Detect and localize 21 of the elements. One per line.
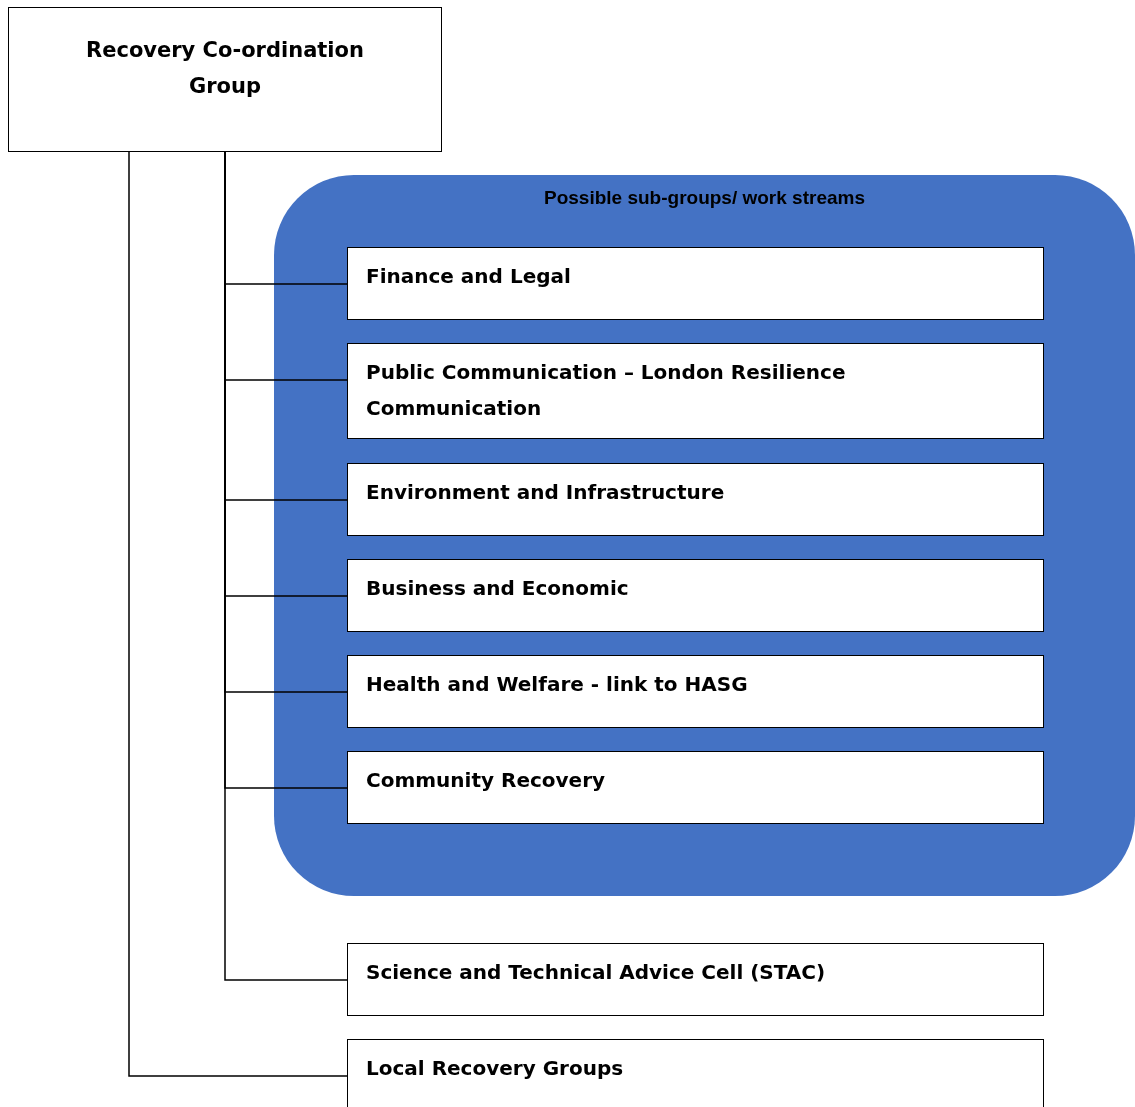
box-label: Health and Welfare - link to HASG — [365, 671, 749, 698]
box-label: Environment and Infrastructure — [365, 479, 726, 506]
box-label: Science and Technical Advice Cell (STAC) — [365, 959, 827, 986]
workstream-box — [347, 751, 1044, 824]
box-label: Recovery Co-ordination Group — [85, 37, 365, 100]
workstream-box — [347, 463, 1044, 536]
workstream-box — [347, 559, 1044, 632]
box-label: Finance and Legal — [365, 263, 572, 290]
group-panel — [274, 175, 1135, 896]
box-label: Community Recovery — [365, 767, 607, 794]
workstream-box — [347, 343, 1044, 439]
cell-box — [347, 943, 1044, 1016]
workstream-box — [347, 655, 1044, 728]
box-label: Local Recovery Groups — [365, 1055, 625, 1082]
workstream-box — [347, 247, 1044, 320]
connector-line — [128, 151, 348, 1077]
box-label: Public Communication – London Resilience Communication — [365, 359, 847, 422]
box-label: Business and Economic — [365, 575, 630, 602]
group-box — [347, 1039, 1044, 1107]
group-box — [8, 7, 442, 152]
group-heading: Possible sub-groups/ work streams — [543, 187, 866, 209]
